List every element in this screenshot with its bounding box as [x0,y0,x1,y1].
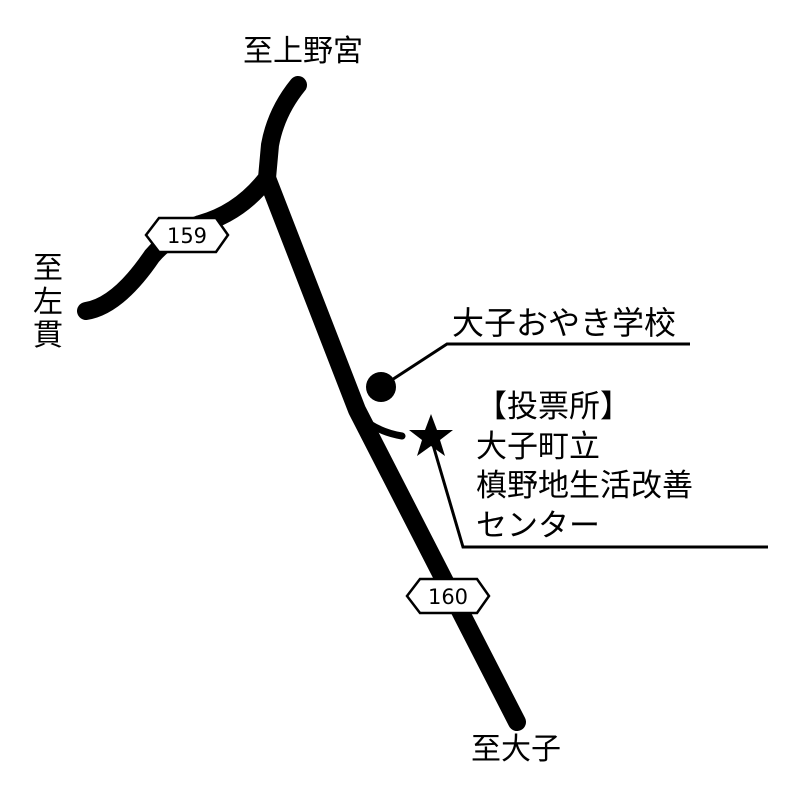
route-159-number: 159 [167,224,207,248]
polling-place-name-line3: センター [476,508,600,545]
destination-south-label: 至大子 [471,732,561,767]
polling-place-label: 【投票所】 大子町立 槙野地生活改善 センター [476,388,693,547]
destination-north-label: 至上野宮 [243,34,363,69]
polling-place-name-line2: 槙野地生活改善 [476,468,693,505]
destination-west-label: 至左貫 [33,251,63,354]
road-branch [358,414,406,440]
road-route-160 [258,169,526,731]
polling-place-name-line1: 大子町立 [476,428,600,465]
polling-place-leader-line [429,437,768,549]
polling-place-star-icon [409,414,453,456]
landmark-label: 大子おやき学校 [452,304,677,342]
route-159-shield: 159 [144,216,230,254]
route-160-number: 160 [428,585,468,609]
route-160-shield: 160 [405,577,491,615]
landmark-leader-line [380,342,690,389]
polling-place-heading: 【投票所】 [476,389,631,425]
